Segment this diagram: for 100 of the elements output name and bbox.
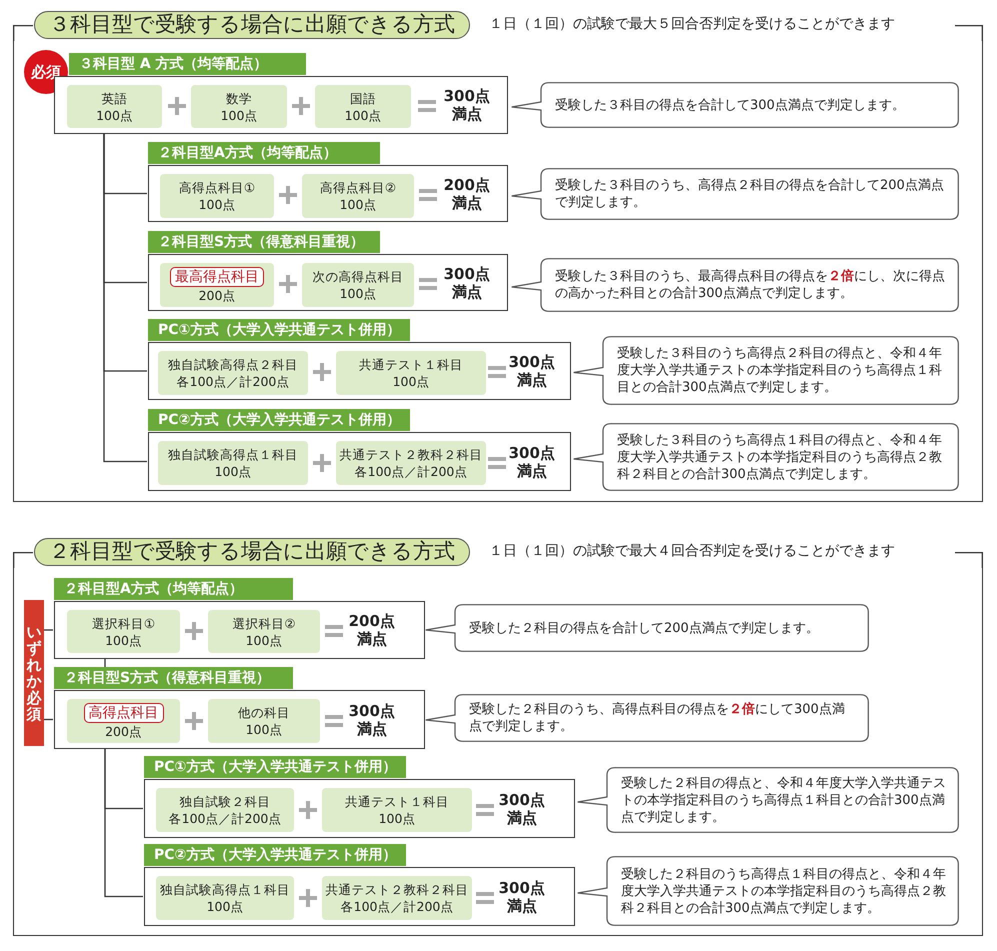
method-heading: ２科目型S方式（得意科目重視） <box>148 231 380 253</box>
subject-name: 次の高得点科目 <box>312 268 404 285</box>
subject-points: 100点 <box>344 106 382 124</box>
bubble-text: 受験した２科目の得点を合計して200点満点で判定します。 <box>469 620 820 638</box>
speech-bubble <box>573 423 959 491</box>
subject-box <box>208 610 320 653</box>
subject-box <box>158 441 308 485</box>
subject-points: 各100点／計200点 <box>354 463 468 480</box>
bubble-text: 受験した３科目のうち、最高得点科目の得点を２倍にし、次に得点の高かった科目との合計300点満点で判定します。 <box>555 268 946 303</box>
total-score: 300点満点 <box>498 790 546 826</box>
method-heading: PC②方式（大学入学共通テスト併用） <box>148 409 410 431</box>
subject-box <box>302 263 414 307</box>
speech-bubble <box>425 694 869 742</box>
subject-box <box>315 85 411 128</box>
subject-points: 100点 <box>378 810 416 827</box>
method-heading: PC②方式（大学入学共通テスト併用） <box>144 844 406 866</box>
subject-name: 英語 <box>102 90 128 106</box>
subject-name: 高得点科目 <box>84 702 164 722</box>
bubble-text: 受験した３科目のうち高得点１科目の得点と、令和４年度大学入学共通テストの本学指定科目のうち高得点２教科２科目との合計300点満点で判定します。 <box>617 432 943 484</box>
subject-points: 各100点／計200点 <box>340 898 454 915</box>
vertical-label: いずれか必須 <box>26 624 42 722</box>
bubble-text: 受験した３科目のうち、高得点２科目の得点を合計して200点満点で判定します。 <box>555 177 945 212</box>
subject-points: 100点 <box>206 898 244 915</box>
method-heading: ２科目型S方式（得意科目重視） <box>54 667 293 689</box>
subject-points: 100点 <box>105 632 142 648</box>
subject-name: 共通テスト１科目 <box>359 356 463 373</box>
subject-name: 独自試験２科目 <box>180 793 270 810</box>
subject-box <box>156 876 294 920</box>
subject-points: 100点 <box>96 106 133 124</box>
subject-points: 100点 <box>392 373 430 390</box>
subject-name: 国語 <box>350 90 376 106</box>
total-score: 200点満点 <box>442 176 491 212</box>
subject-name: 共通テスト１科目 <box>345 793 449 810</box>
subject-points: 各100点／計200点 <box>176 373 290 390</box>
subject-box <box>322 876 472 920</box>
subject-points: 200点 <box>198 286 236 304</box>
subject-points: 100点 <box>340 196 376 213</box>
subject-name: 共通テスト２教科２科目 <box>326 881 468 898</box>
bubble-text: 受験した２科目のうち、高得点科目の得点を２倍にして300点満点で判定します。 <box>469 700 846 736</box>
required-bar <box>24 600 44 746</box>
speech-bubble <box>425 604 869 652</box>
connector-line <box>103 134 147 462</box>
subject-name: 独自試験高得点２科目 <box>168 356 298 373</box>
subject-box <box>160 174 274 218</box>
subject-points: 100点 <box>220 106 258 124</box>
speech-bubble <box>511 82 959 128</box>
subject-box <box>160 263 274 307</box>
connector-line <box>104 749 143 898</box>
subject-box <box>67 699 180 743</box>
section-heading: ２科目型で受験する場合に出願できる方式 <box>34 538 470 566</box>
subject-name: 独自試験高得点１科目 <box>168 446 298 463</box>
subject-points: 100点 <box>340 285 376 302</box>
total-score: 300点満点 <box>442 87 491 123</box>
method-heading: ２科目型A方式（均等配点） <box>148 142 380 164</box>
total-score: 300点満点 <box>508 444 556 480</box>
total-score: 300点満点 <box>508 353 556 389</box>
subject-box <box>208 699 320 743</box>
speech-bubble <box>577 767 959 833</box>
subject-name: 選択科目① <box>92 614 156 632</box>
subject-name: 共通テスト２教科２科目 <box>340 446 482 463</box>
speech-bubble <box>511 168 959 220</box>
subject-points: 100点 <box>246 721 282 738</box>
section-heading: ３科目型で受験する場合に出願できる方式 <box>34 11 470 39</box>
bubble-text: 受験した２科目の得点と、令和４年度大学入学共通テストの本学指定科目のうち高得点１科目との合計300点満点で判定します。 <box>621 774 947 826</box>
subject-name: 高得点科目② <box>320 179 396 196</box>
subject-box <box>302 174 414 218</box>
method-heading: PC①方式（大学入学共通テスト併用） <box>144 756 406 778</box>
subject-box <box>336 351 486 395</box>
subject-points: 100点 <box>198 196 236 213</box>
total-score: 300点満点 <box>348 702 396 738</box>
subject-box <box>191 85 287 128</box>
total-score: 300点満点 <box>442 264 491 300</box>
method-heading: ２科目型A方式（均等配点） <box>54 578 293 600</box>
speech-bubble <box>573 336 959 405</box>
subject-box <box>336 441 486 485</box>
total-score: 200点満点 <box>348 612 396 648</box>
speech-bubble <box>511 258 959 312</box>
subject-box <box>322 788 472 832</box>
speech-bubble <box>577 856 959 926</box>
connector-line <box>43 718 53 720</box>
subject-box <box>67 610 180 653</box>
subject-points: 100点 <box>246 632 282 648</box>
method-heading: PC①方式（大学入学共通テスト併用） <box>148 319 410 341</box>
subject-name: 他の科目 <box>238 704 290 721</box>
bubble-text: 受験した２科目のうち高得点１科目の得点と、令和４年度大学入学共通テストの本学指定科目のうち高得点２教科２科目との合計300点満点で判定します。 <box>621 866 947 918</box>
subject-box <box>156 788 294 832</box>
subject-box <box>67 85 162 128</box>
subject-box <box>158 351 308 395</box>
subject-points: 200点 <box>105 722 142 740</box>
total-score: 300点満点 <box>498 878 546 914</box>
subject-name: 最高得点科目 <box>170 266 264 286</box>
connector-line <box>43 629 53 631</box>
subject-name: 選択科目② <box>232 614 296 632</box>
subject-name: 独自試験高得点１科目 <box>160 881 290 898</box>
subject-name: 高得点科目① <box>178 179 256 196</box>
bubble-text: 受験した３科目のうち高得点２科目の得点と、令和４年度大学入学共通テストの本学指定科目のうち高得点１科目との合計300点満点で判定します。 <box>617 345 943 397</box>
subject-name: 数学 <box>226 90 252 106</box>
subject-points: 各100点／計200点 <box>168 810 282 827</box>
bubble-text: 受験した３科目の得点を合計して300点満点で判定します。 <box>555 96 906 114</box>
method-heading: ３科目型 A 方式（均等配点） <box>69 53 306 75</box>
